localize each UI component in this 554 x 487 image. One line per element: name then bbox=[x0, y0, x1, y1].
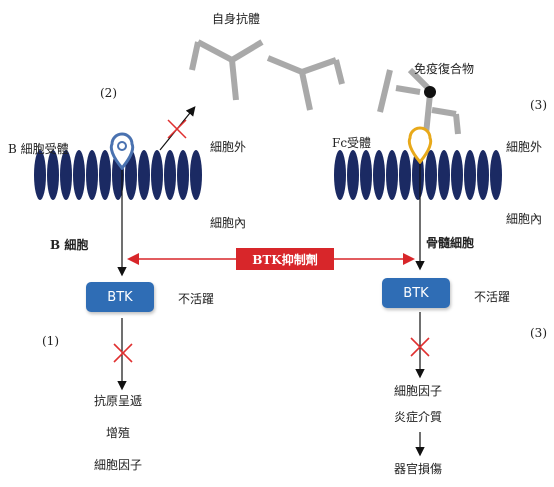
right-step-top: (3) bbox=[530, 98, 547, 112]
fc-receptor-icon bbox=[407, 126, 433, 165]
left-outcome: 增殖 bbox=[106, 426, 131, 440]
immune-complex-label: 免疫復合物 bbox=[414, 62, 475, 76]
left-inactive-label: 不活躍 bbox=[178, 292, 215, 306]
bcr-label: B 細胞受體 bbox=[8, 142, 69, 156]
left-btk-box: BTK bbox=[86, 282, 154, 312]
block-x-icon bbox=[410, 337, 430, 357]
fc-receptor-label: Fc受體 bbox=[332, 136, 372, 150]
myeloid-cell-membrane bbox=[334, 150, 502, 200]
left-step-top: (2) bbox=[100, 86, 117, 100]
left-outcome: 抗原呈遞 bbox=[94, 394, 143, 408]
bcr-receptor-icon bbox=[109, 132, 135, 171]
right-outside-label: 細胞外 bbox=[506, 140, 543, 154]
left-inside-label: 細胞內 bbox=[210, 216, 247, 230]
blocked-binding-arrow bbox=[159, 106, 196, 151]
myeloid-cell-label: 骨髓細胞 bbox=[426, 236, 475, 250]
btk-inhibitor-label: BTK抑制劑 bbox=[236, 248, 334, 270]
right-step-bottom: (3) bbox=[530, 326, 547, 340]
b-cell-label: B 細胞 bbox=[50, 238, 89, 252]
block-x-icon bbox=[113, 343, 133, 363]
left-outside-label: 細胞外 bbox=[210, 140, 247, 154]
antibody-icon bbox=[266, 55, 345, 111]
left-step-bottom: (1) bbox=[42, 334, 59, 348]
immune-complex-icon bbox=[377, 67, 461, 135]
right-inside-label: 細胞內 bbox=[506, 212, 543, 226]
right-btk-box: BTK bbox=[382, 278, 450, 308]
antibody-label: 自身抗體 bbox=[212, 12, 261, 26]
right-final-outcome: 器官損傷 bbox=[394, 462, 443, 476]
right-inactive-label: 不活躍 bbox=[474, 290, 511, 304]
left-outcome: 細胞因子 bbox=[94, 458, 143, 472]
right-outcome: 細胞因子 bbox=[394, 384, 443, 398]
antibody-icon bbox=[189, 39, 264, 101]
b-cell-membrane bbox=[34, 150, 202, 200]
right-outcome: 炎症介質 bbox=[394, 410, 443, 424]
